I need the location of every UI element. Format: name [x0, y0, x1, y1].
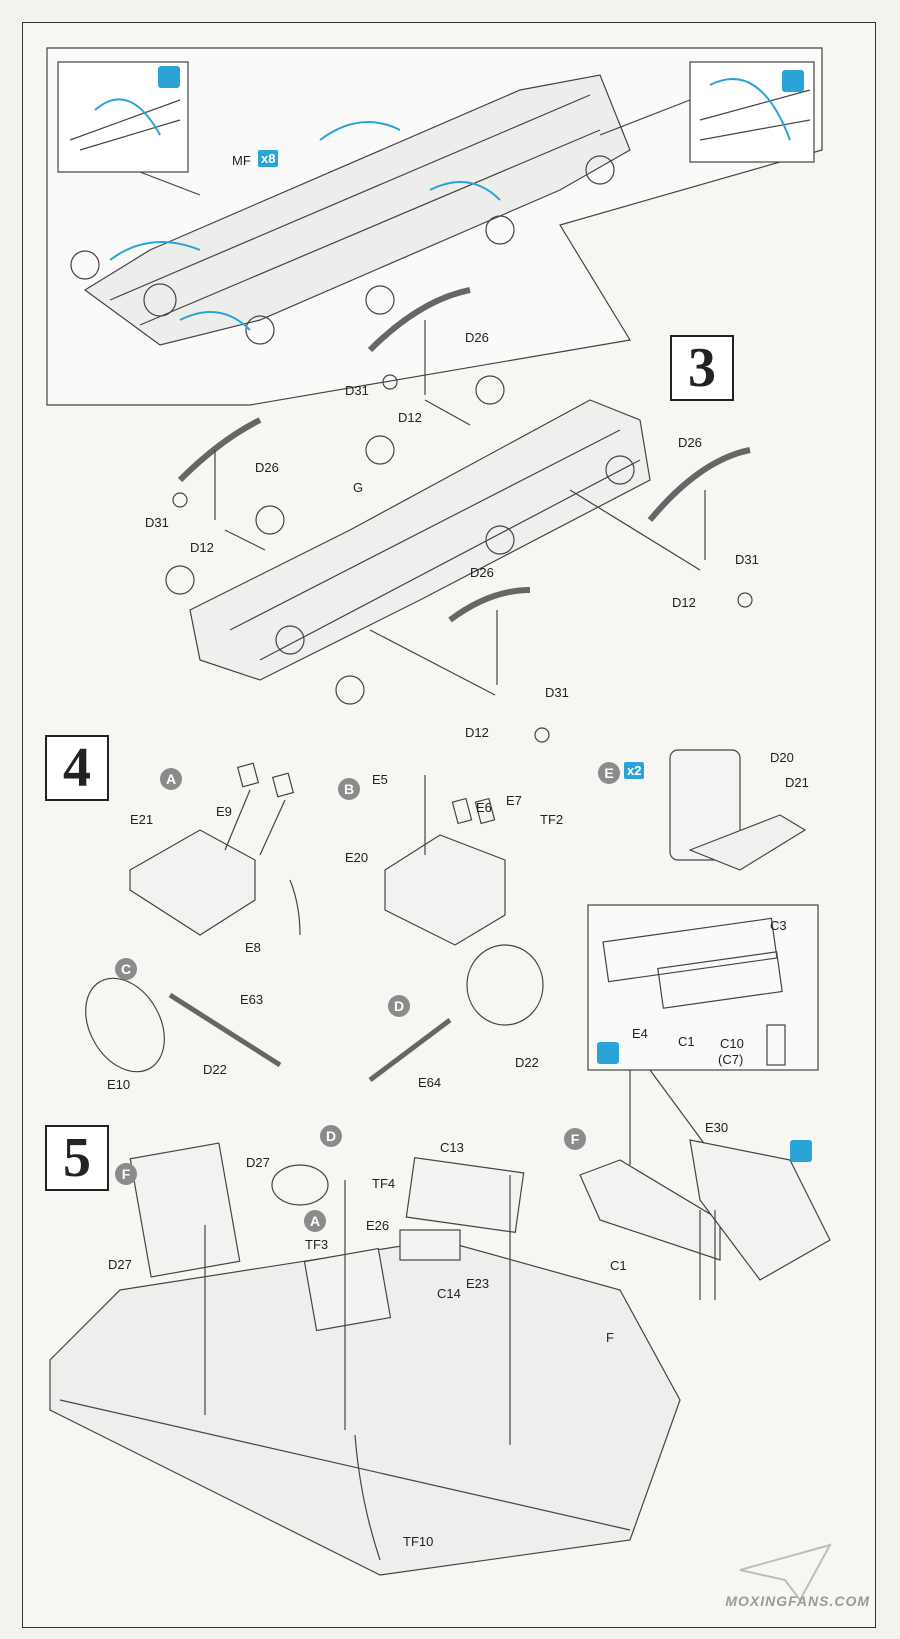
floor-plate-e21 [129, 829, 256, 936]
part-label: D31 [145, 515, 169, 530]
part-label: D31 [735, 552, 759, 567]
part-label: C1 [610, 1258, 627, 1273]
part-label: E7 [506, 793, 522, 808]
part-label: D31 [345, 383, 369, 398]
part-label: E30 [705, 1120, 729, 1135]
part-label: D22 [203, 1062, 227, 1077]
part-label: D12 [672, 595, 696, 610]
fender-assembly-f [579, 1159, 721, 1261]
part-label: D21 [785, 775, 809, 790]
part-label: C3 [770, 918, 787, 933]
part-label: (C7) [718, 1052, 744, 1067]
chassis-main [189, 399, 651, 681]
subassembly-marker-f: F [115, 1163, 137, 1185]
subassembly-marker-e: E [598, 762, 620, 784]
part-label: E23 [466, 1276, 490, 1291]
watermark-text: MOXINGFANS.COM [725, 1593, 870, 1609]
part-label: D26 [465, 330, 489, 345]
panel-c13 [405, 1156, 525, 1234]
steering-wheel-c [85, 977, 165, 1073]
part-label: D27 [246, 1155, 270, 1170]
part-label: E20 [345, 850, 369, 865]
part-label: E10 [107, 1077, 131, 1092]
part-label: E64 [418, 1075, 442, 1090]
pedal-base-e20 [384, 834, 506, 946]
fender-box [129, 1142, 241, 1278]
part-label: E63 [240, 992, 264, 1007]
subassembly-marker-a: A [160, 768, 182, 790]
glue-icon [158, 66, 180, 88]
subassembly-marker-c: C [115, 958, 137, 980]
quantity-badge: x2 [624, 762, 645, 779]
chassis-top-view [83, 74, 631, 346]
part-label: TF2 [540, 812, 564, 827]
part-label: D26 [255, 460, 279, 475]
part-label: E4 [632, 1026, 648, 1041]
part-label: D12 [398, 410, 422, 425]
part-label: D27 [108, 1257, 132, 1272]
watermark-logo [739, 1543, 833, 1602]
part-label: C10 [720, 1036, 744, 1051]
part-label: E8 [245, 940, 261, 955]
leaf-spring [448, 587, 531, 623]
engine-cover [303, 1247, 392, 1332]
part-label: D31 [545, 685, 569, 700]
detail-box-f [587, 904, 819, 1071]
part-label: TF3 [305, 1237, 329, 1252]
seat-back-d20 [669, 749, 741, 861]
seat-base-d21 [688, 814, 807, 871]
subassembly-marker-d: D [320, 1125, 342, 1147]
part-label: E5 [372, 772, 388, 787]
leaf-spring [647, 447, 751, 522]
plate-e30 [689, 1139, 831, 1281]
part-label: D12 [465, 725, 489, 740]
part-label: E21 [130, 812, 154, 827]
subassembly-marker-b: B [338, 778, 360, 800]
part-label: E26 [366, 1218, 390, 1233]
step-number-5: 5 [45, 1125, 109, 1191]
part-label: E6 [476, 800, 492, 815]
leaf-spring [177, 417, 262, 483]
steering-wheel-d [466, 944, 544, 1026]
part-label: TF4 [372, 1176, 396, 1191]
label-mf: MF [232, 153, 251, 168]
part-label: TF10 [403, 1534, 434, 1549]
part-label: G [353, 480, 364, 495]
part-label: E9 [216, 804, 232, 819]
step-number-3: 3 [670, 335, 734, 401]
subassembly-marker-a: A [304, 1210, 326, 1232]
subassembly-marker-f: F [564, 1128, 586, 1150]
part-label: D12 [190, 540, 214, 555]
part-c14 [399, 1229, 461, 1261]
hull-floor-f [49, 1239, 681, 1576]
step-number-4: 4 [45, 735, 109, 801]
part-label: C14 [437, 1286, 461, 1301]
glue-icon [597, 1042, 619, 1064]
quantity-badge: x8 [258, 150, 279, 167]
leaf-spring [367, 287, 471, 353]
part-label: D26 [678, 435, 702, 450]
drill-icon [790, 1140, 812, 1162]
part-label: D26 [470, 565, 494, 580]
part-label: C1 [678, 1034, 695, 1049]
glue-icon [782, 70, 804, 92]
subassembly-marker-d: D [388, 995, 410, 1017]
part-label: F [606, 1330, 614, 1345]
part-label: D22 [515, 1055, 539, 1070]
part-label: D20 [770, 750, 794, 765]
part-label: C13 [440, 1140, 464, 1155]
